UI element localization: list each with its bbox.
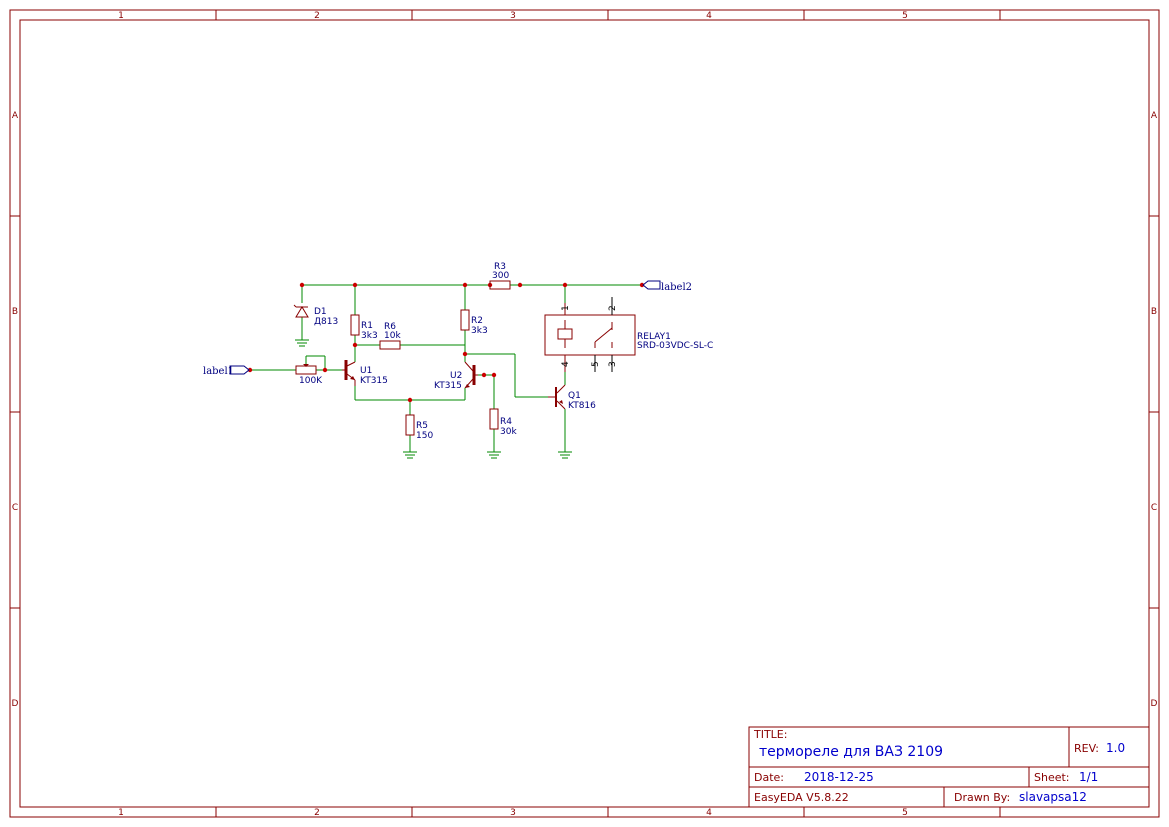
row-label: D (1151, 699, 1158, 709)
resistor-r6[interactable]: R6 10k (379, 322, 401, 350)
drawn-by-label: Drawn By: (954, 791, 1010, 804)
col-label: 2 (314, 808, 320, 818)
row-label: A (1151, 111, 1158, 121)
ground-icon (487, 451, 501, 459)
date-value: 2018-12-25 (804, 770, 874, 784)
row-label: C (1151, 503, 1157, 513)
sheet-label: Sheet: (1034, 771, 1070, 784)
relay-pin: 3 (608, 361, 618, 367)
relay1-value: SRD-03VDC-SL-C (637, 341, 713, 351)
relay-pin: 2 (608, 305, 618, 311)
resistor-r2[interactable]: R2 3k3 (460, 309, 488, 336)
relay1[interactable]: 1 2 4 5 3 RELAY1 SRD-03VDC-SL-C (544, 297, 713, 372)
u1-value: KT315 (360, 376, 388, 386)
col-label: 3 (510, 11, 516, 21)
u1-ref: U1 (360, 366, 372, 376)
ground-icon (403, 451, 417, 459)
relay-pin: 4 (561, 361, 571, 367)
rev-value: 1.0 (1106, 741, 1125, 755)
ground-icon (558, 451, 572, 459)
col-label: 3 (510, 808, 516, 818)
r3-ref: R3 (494, 262, 506, 272)
net-flag-label1[interactable]: label1 (203, 365, 250, 377)
rev-label: REV: (1074, 742, 1099, 755)
row-label: D (12, 699, 19, 709)
diode-d1[interactable]: D1 Д813 (293, 304, 338, 327)
col-label: 5 (902, 808, 908, 818)
r4-value: 30k (500, 427, 517, 437)
q1-ref: Q1 (568, 391, 581, 401)
net-label1-text: label1 (203, 366, 234, 377)
ground-icon (295, 339, 309, 347)
u2-ref: U2 (450, 371, 462, 381)
r4-ref: R4 (500, 417, 512, 427)
r6-value: 10k (384, 331, 401, 341)
sheet-frame: 1 2 3 4 5 1 2 3 4 5 A B C D A B C D (9, 9, 1160, 818)
col-label: 2 (314, 11, 320, 21)
title-block: TITLE: термореле для ВАЗ 2109 REV: 1.0 D… (748, 726, 1150, 808)
r2-value: 3k3 (471, 326, 488, 336)
date-label: Date: (754, 771, 784, 784)
sheet-title: термореле для ВАЗ 2109 (759, 744, 943, 760)
r5-ref: R5 (416, 421, 428, 431)
pot-value: 100K (299, 376, 323, 386)
resistor-r3[interactable]: R3 300 (489, 262, 511, 290)
relay-pin: 5 (591, 361, 601, 367)
resistor-r4[interactable]: R4 30k (489, 408, 517, 437)
sheet-value: 1/1 (1079, 770, 1098, 784)
d1-ref: D1 (314, 307, 327, 317)
u2-value: KT315 (434, 381, 462, 391)
wires (250, 284, 642, 452)
transistor-q1[interactable]: Q1 KT816 (548, 384, 596, 411)
col-label: 5 (902, 11, 908, 21)
r1-ref: R1 (361, 321, 373, 331)
r3-value: 300 (492, 271, 509, 281)
potentiometer[interactable]: 100K (295, 364, 323, 386)
junctions (247, 282, 645, 403)
col-label: 4 (706, 11, 712, 21)
q1-value: KT816 (568, 401, 596, 411)
d1-value: Д813 (314, 317, 338, 327)
transistor-u2[interactable]: U2 KT315 (434, 361, 478, 391)
row-label: B (12, 307, 18, 317)
relay-pin: 1 (561, 305, 571, 311)
relay1-ref: RELAY1 (637, 332, 671, 342)
row-label: C (12, 503, 18, 513)
resistor-r5[interactable]: R5 150 (405, 414, 433, 441)
row-label: A (12, 111, 19, 121)
r5-value: 150 (416, 431, 433, 441)
r2-ref: R2 (471, 316, 483, 326)
col-label: 1 (118, 808, 124, 818)
net-label2-text: label2 (661, 282, 692, 293)
r1-value: 3k3 (361, 331, 378, 341)
r6-ref: R6 (384, 322, 396, 332)
row-label: B (1151, 307, 1157, 317)
col-label: 1 (118, 11, 124, 21)
col-label: 4 (706, 808, 712, 818)
title-label: TITLE: (753, 728, 787, 741)
tool-version: EasyEDA V5.8.22 (754, 791, 849, 804)
net-flag-label2[interactable]: label2 (642, 280, 692, 293)
drawn-by-value: slavapsa12 (1019, 790, 1087, 804)
transistor-u1[interactable]: U1 KT315 (342, 360, 388, 386)
resistor-r1[interactable]: R1 3k3 (350, 314, 378, 341)
